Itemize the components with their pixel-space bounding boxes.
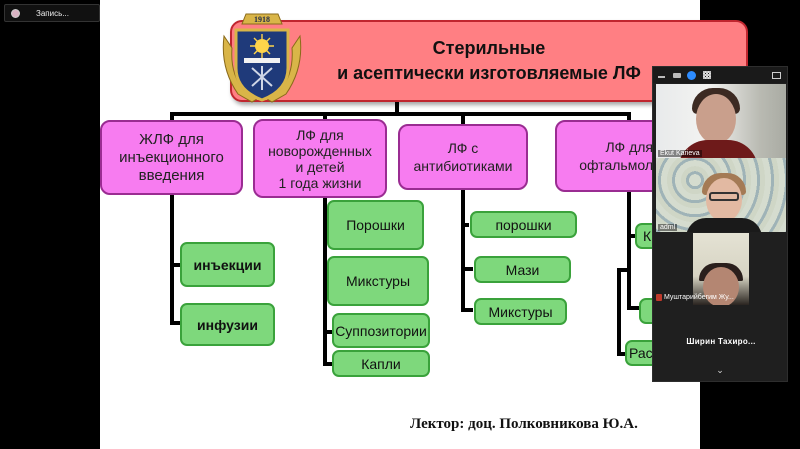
category-line: 1 года жизни: [278, 174, 362, 191]
connector-top-horizontal: [170, 112, 630, 116]
minimize-icon[interactable]: [657, 71, 666, 79]
video-person-face: [696, 94, 736, 144]
slide-title-line-1: Стерильные: [432, 38, 546, 58]
branch-2-tick-3: [323, 330, 333, 334]
thumbnail-icon[interactable]: [672, 71, 681, 79]
branch-4-sub-vertical: [617, 268, 621, 356]
participant-video[interactable]: adml: [656, 158, 786, 232]
branch-2-tick-2: [323, 280, 329, 284]
branch-1-vertical: [170, 193, 174, 325]
category-newborn: ЛФ для новорожденных и детей 1 года жизн…: [253, 119, 387, 198]
branch-4-sub-horizontal: [617, 268, 631, 272]
connector-cat2: [323, 112, 327, 122]
recording-indicator[interactable]: Запись...: [4, 4, 100, 22]
participant-name-row: Муштарийбегим Жу...: [656, 294, 734, 301]
branch-3-tick-2: [461, 267, 473, 271]
record-icon: [11, 8, 20, 18]
participant-name: adml: [658, 224, 678, 231]
video-person-body: [686, 218, 762, 232]
connector-main-vertical: [395, 102, 399, 116]
branch-1-tick-1: [170, 263, 182, 267]
connector-cat3: [461, 112, 465, 124]
category-line: ЖЛФ для: [139, 130, 204, 148]
video-person-body: [678, 140, 758, 158]
video-person-face: [703, 267, 739, 305]
branch-4-tick-3: [617, 352, 627, 356]
chevron-down-icon[interactable]: ⌄: [716, 365, 724, 375]
branch-4-tick-2: [627, 306, 641, 310]
participant-video[interactable]: Ekut Karieva: [656, 84, 786, 158]
participant-name-no-video[interactable]: Ширин Тахиро...: [686, 337, 756, 346]
slide-title-line-2: и асептически изготовляемые ЛФ: [337, 63, 641, 83]
item-powders: Порошки: [327, 200, 424, 250]
participant-name: Муштарийбегим Жу...: [664, 294, 734, 301]
branch-3-tick-3: [461, 308, 473, 312]
category-line: новорожденных: [268, 142, 372, 159]
category-line: ЛФ для: [296, 126, 344, 143]
participants-panel: Ekut Karieva adml Муштарийбегим Жу... Ши…: [652, 66, 788, 382]
speaker-view-icon[interactable]: [687, 70, 696, 80]
participant-video[interactable]: [693, 233, 749, 305]
item-drops: Капли: [332, 350, 430, 377]
branch-4-vertical: [627, 190, 631, 310]
branch-1-tick-2: [170, 321, 182, 325]
connector-cat4: [627, 112, 631, 122]
muted-mic-icon: [656, 294, 662, 301]
branch-4-tick-1: [627, 234, 637, 238]
item-injection: инъекции: [180, 242, 275, 287]
branch-2-tick-4: [323, 362, 333, 366]
category-line: антибиотиками: [413, 158, 513, 174]
university-emblem: 1918: [222, 13, 302, 103]
participant-name: Ekut Karieva: [658, 150, 702, 157]
lecturer-caption: Лектор: доц. Полковникова Ю.А.: [410, 416, 638, 432]
category-line: инъекционного: [119, 148, 224, 166]
category-antibiotics: ЛФ с антибиотиками: [398, 124, 528, 190]
item-ab-ointments: Мази: [474, 256, 571, 283]
category-line: ЛФ для: [605, 139, 653, 155]
item-ab-powders: порошки: [470, 211, 577, 238]
item-mixtures: Микстуры: [327, 256, 429, 306]
category-line: ЛФ с: [447, 140, 479, 156]
gallery-view-icon[interactable]: [702, 71, 711, 79]
branch-3-tick-1: [461, 223, 469, 227]
branch-3-vertical: [461, 188, 465, 312]
category-injection: ЖЛФ для инъекционного введения: [100, 120, 243, 195]
video-person-glasses: [709, 192, 739, 201]
popout-icon[interactable]: [772, 71, 781, 79]
item-infusion: инфузии: [180, 303, 275, 346]
connector-cat1: [170, 112, 174, 122]
recording-label: Запись...: [36, 8, 69, 18]
shared-slide: Стерильные и асептически изготовляемые Л…: [100, 0, 748, 449]
panel-toolbar: [653, 67, 787, 83]
category-line: и детей: [295, 158, 345, 175]
item-suppositories: Суппозитории: [332, 313, 430, 348]
category-line: введения: [138, 166, 205, 184]
category-line: офтальмол: [579, 157, 653, 173]
branch-2-tick-1: [323, 224, 329, 228]
emblem-year: 1918: [254, 15, 270, 24]
item-ab-mixtures: Микстуры: [474, 298, 567, 325]
